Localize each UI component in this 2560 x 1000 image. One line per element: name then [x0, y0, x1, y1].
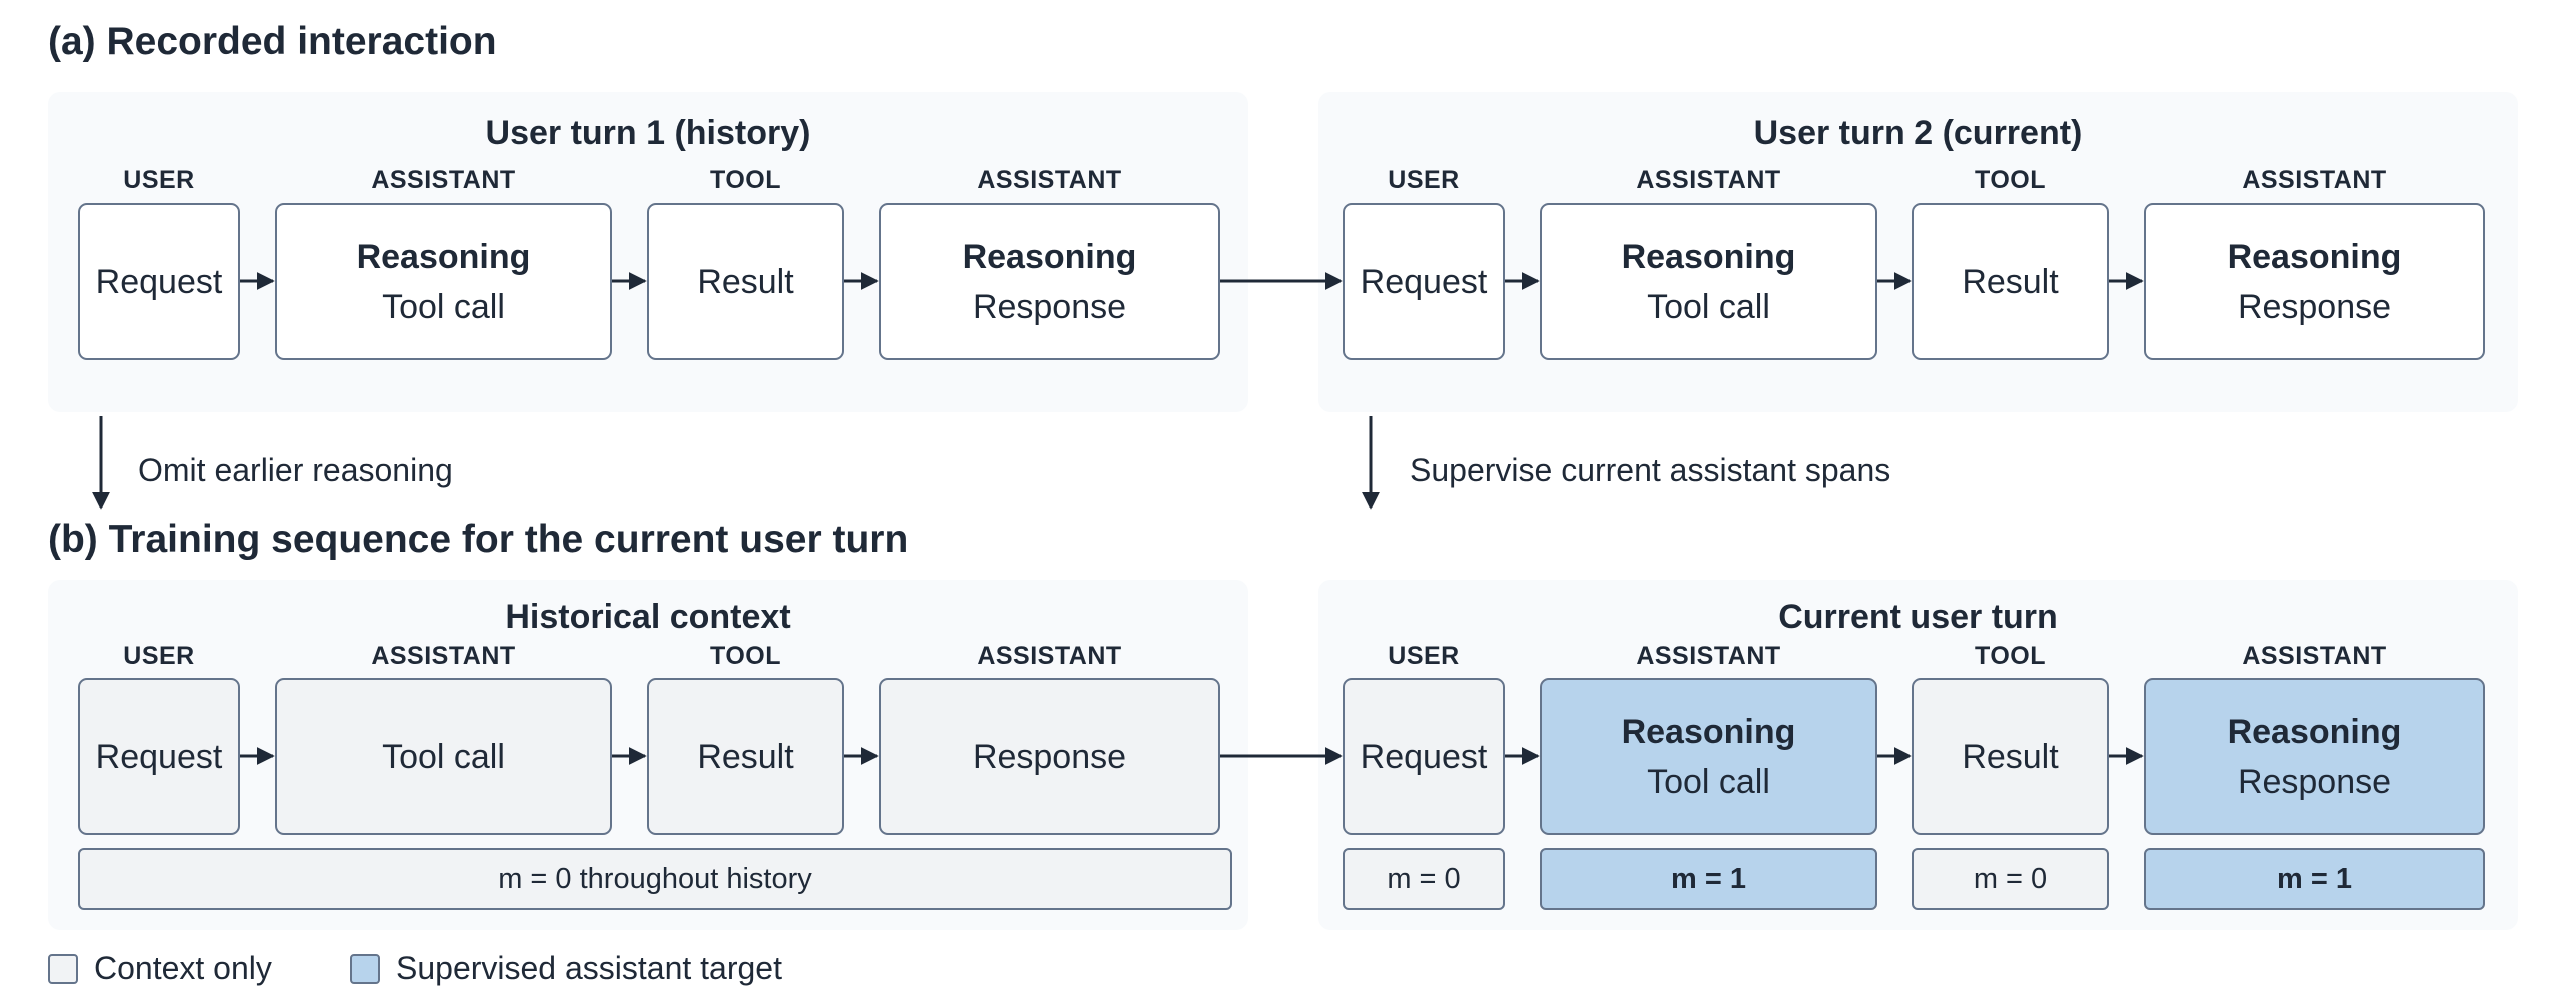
step-user-request: Request	[78, 203, 240, 360]
legend-context-swatch	[48, 954, 78, 984]
role-label: ASSISTANT	[2242, 642, 2387, 670]
step-tool-result: Result	[647, 203, 844, 360]
role-label: TOOL	[1975, 166, 2046, 194]
step-text: Request	[95, 262, 223, 301]
step-text: Tool call	[382, 737, 505, 776]
note-omit-reasoning: Omit earlier reasoning	[138, 452, 453, 488]
step-tool-result: Result	[1912, 203, 2109, 360]
mask-assistant-response: m = 1	[2144, 848, 2485, 910]
panel-title-historical: Historical context	[505, 598, 791, 636]
step-text: Response	[972, 737, 1127, 776]
role-label: TOOL	[710, 642, 781, 670]
legend-context-label: Context only	[94, 950, 272, 986]
step-user-request: Request	[1343, 678, 1505, 835]
role-label: USER	[123, 642, 195, 670]
step-assistant-tool-call: Reasoning Tool call	[275, 203, 612, 360]
step-text: Tool call	[1647, 762, 1770, 801]
step-reasoning-text: Reasoning	[2227, 237, 2402, 276]
step-text: Request	[1360, 737, 1488, 776]
role-label: ASSISTANT	[371, 642, 516, 670]
step-assistant-response: Reasoning Response	[879, 203, 1220, 360]
step-assistant-tool-call: Reasoning Tool call	[1540, 203, 1877, 360]
role-label: USER	[1388, 642, 1460, 670]
mask-history: m = 0 throughout history	[78, 848, 1232, 910]
step-user-request: Request	[78, 678, 240, 835]
mask-tool: m = 0	[1912, 848, 2109, 910]
step-text: Tool call	[1647, 287, 1770, 326]
role-label: USER	[1388, 166, 1460, 194]
step-text: Response	[2237, 287, 2392, 326]
role-label: ASSISTANT	[977, 166, 1122, 194]
step-reasoning-text: Reasoning	[356, 237, 531, 276]
step-assistant-response: Response	[879, 678, 1220, 835]
mask-user: m = 0	[1343, 848, 1505, 910]
step-assistant-tool-call-supervised: Reasoning Tool call	[1540, 678, 1877, 835]
step-tool-result: Result	[647, 678, 844, 835]
role-label: ASSISTANT	[1636, 642, 1781, 670]
step-assistant-response: Reasoning Response	[2144, 203, 2485, 360]
step-text: Result	[697, 737, 794, 776]
section-b-title: (b) Training sequence for the current us…	[48, 518, 909, 561]
step-text: Request	[95, 737, 223, 776]
step-reasoning-text: Reasoning	[1621, 237, 1796, 276]
step-assistant-response-supervised: Reasoning Response	[2144, 678, 2485, 835]
role-label: TOOL	[710, 166, 781, 194]
step-assistant-tool-call: Tool call	[275, 678, 612, 835]
role-label: ASSISTANT	[371, 166, 516, 194]
legend-supervised-swatch	[350, 954, 380, 984]
mask-assistant-tool-call: m = 1	[1540, 848, 1877, 910]
step-text: Tool call	[382, 287, 505, 326]
step-text: Result	[697, 262, 794, 301]
panel-title-turn-2: User turn 2 (current)	[1753, 114, 2083, 152]
panel-title-turn-1: User turn 1 (history)	[485, 114, 811, 152]
note-supervise-current: Supervise current assistant spans	[1410, 452, 1891, 488]
step-text: Response	[972, 287, 1127, 326]
role-label: TOOL	[1975, 642, 2046, 670]
step-text: Result	[1962, 737, 2059, 776]
step-reasoning-text: Reasoning	[1621, 712, 1796, 751]
role-label: ASSISTANT	[2242, 166, 2387, 194]
section-a-title: (a) Recorded interaction	[48, 20, 497, 63]
role-label: ASSISTANT	[1636, 166, 1781, 194]
step-user-request: Request	[1343, 203, 1505, 360]
legend-supervised-label: Supervised assistant target	[396, 950, 782, 986]
step-text: Request	[1360, 262, 1488, 301]
step-text: Response	[2237, 762, 2392, 801]
panel-title-current: Current user turn	[1778, 598, 2058, 636]
step-reasoning-text: Reasoning	[962, 237, 1137, 276]
step-reasoning-text: Reasoning	[2227, 712, 2402, 751]
role-label: ASSISTANT	[977, 642, 1122, 670]
role-label: USER	[123, 166, 195, 194]
step-text: Result	[1962, 262, 2059, 301]
step-tool-result: Result	[1912, 678, 2109, 835]
